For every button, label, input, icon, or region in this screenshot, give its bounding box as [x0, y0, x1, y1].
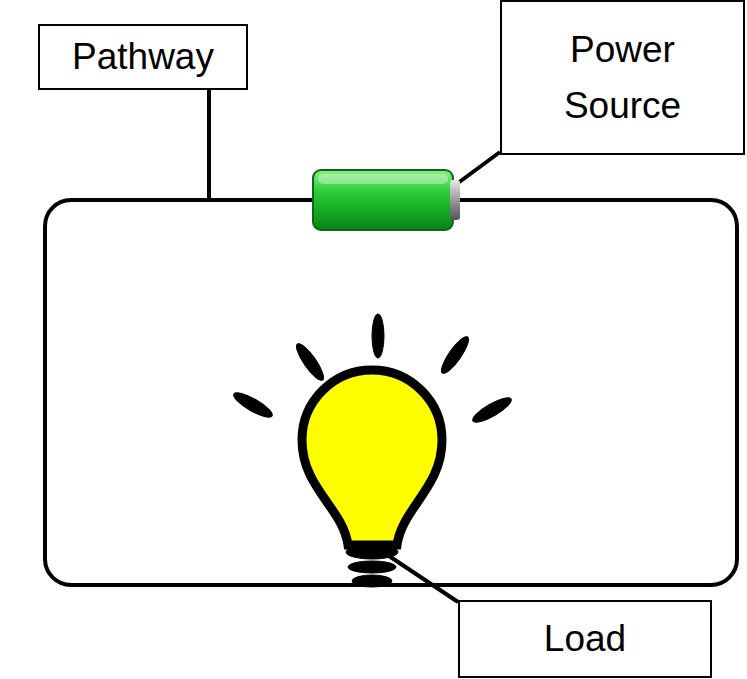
battery-symbol: [313, 170, 460, 230]
callout-box: Power Source: [500, 0, 745, 155]
callout-box: Load: [458, 600, 712, 678]
callout-label: Pathway: [72, 29, 214, 85]
wire-pathway: [45, 200, 737, 585]
leader-line: [458, 152, 500, 183]
callout-label: Load: [544, 611, 626, 667]
callout-label: Power Source: [543, 22, 703, 133]
bulb-symbol: [231, 314, 514, 587]
leader-line: [207, 90, 211, 199]
leader-line: [386, 554, 458, 602]
callout-box: Pathway: [38, 24, 248, 90]
